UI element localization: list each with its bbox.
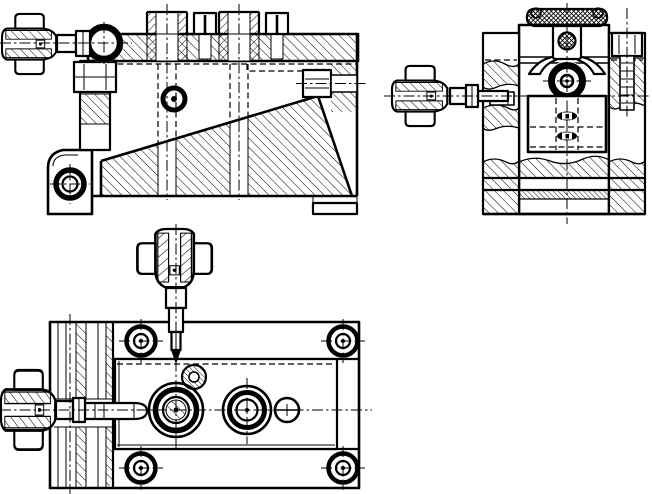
clamp-screw-rod <box>83 401 149 421</box>
slotted-screw-2 <box>264 11 290 60</box>
swing-arm <box>72 59 118 152</box>
knurled-clamp-nut <box>525 7 609 76</box>
star-grip-knob <box>0 12 58 76</box>
swing-washer-left <box>527 55 558 76</box>
star-grip-knob <box>136 227 214 289</box>
locating-pin <box>160 85 188 113</box>
front-section-view <box>0 4 366 216</box>
slotted-screw-1 <box>192 11 218 60</box>
hidden-workpiece-edge <box>246 64 303 72</box>
pivot-lug <box>46 148 94 216</box>
wedge-clamp <box>99 64 354 197</box>
swing-washer-right <box>576 55 607 76</box>
liner-plate <box>518 189 610 200</box>
base <box>92 194 359 216</box>
base-foot <box>311 201 359 216</box>
knurled-rest-button <box>180 363 208 391</box>
top-plan-view <box>0 224 372 494</box>
drill-bushing-2 <box>217 10 261 62</box>
side-base <box>483 176 645 216</box>
side-bolt-column <box>296 34 366 196</box>
side-section-view <box>384 3 650 224</box>
